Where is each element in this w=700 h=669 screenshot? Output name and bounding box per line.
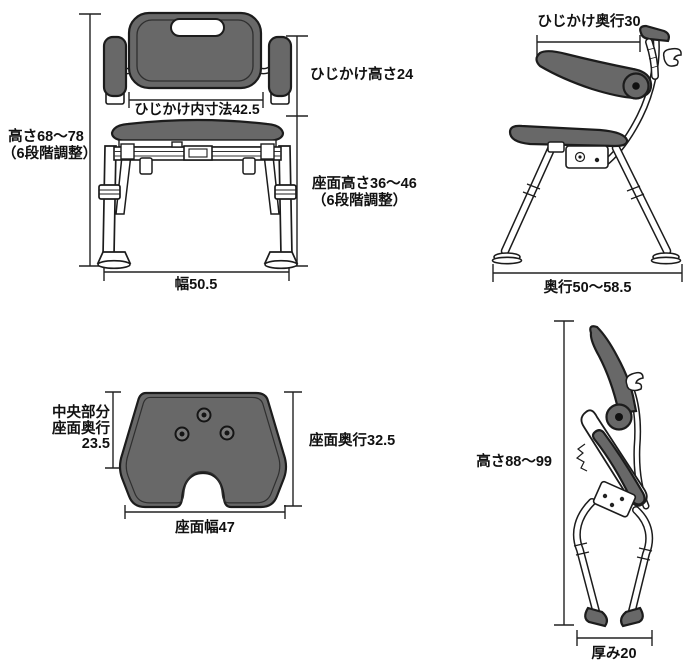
front-overall-height-value: 高さ68〜78 [8,129,84,145]
seat-top-view-illustration [118,391,288,509]
front-view-illustration [96,11,299,270]
side-depth-label: 奥行50〜58.5 [543,280,632,296]
front-seat-height-note: （6段階調整） [312,193,408,209]
top-center-depth-label: 中央部分 座面奥行 23.5 [38,405,110,453]
top-center-depth-line3: 23.5 [81,436,110,452]
folded-view-illustration [572,325,654,628]
top-seat-depth-label: 座面奥行32.5 [309,433,396,449]
top-center-depth-line2: 座面奥行 [52,420,110,437]
backrest [127,11,263,90]
folded-view-dimension-lines [554,320,653,646]
armrest-lock-hook [662,47,682,67]
top-center-depth-line1: 中央部分 [52,405,110,421]
armrest-pad-right [267,35,293,98]
front-armrest-height-label: ひじかけ高さ24 [310,67,414,83]
armrest-pad-left [102,35,128,98]
backrest-folded [589,325,638,415]
front-armrest-inner-width-label: ひじかけ内寸法42.5 [134,101,260,117]
side-armrest-depth-label: ひじかけ奥行30 [537,14,641,30]
front-seat-height-label: 座面高さ36〜46 （6段階調整） [312,176,417,210]
armrest-side [535,50,653,100]
seat-side [508,124,629,148]
folded-height-label: 高さ88〜99 [476,454,552,470]
folded-thickness-label: 厚み20 [591,646,637,662]
top-seat-width-label: 座面幅47 [175,520,235,536]
front-overall-height-label: 高さ68〜78 （6段階調整） [2,129,98,163]
side-view-illustration [491,24,682,265]
front-seat-height-value: 座面高さ36〜46 [312,176,417,192]
top-view-dimension-lines [105,391,302,519]
side-view-dimension-lines [492,35,683,282]
backrest-handle-hole [170,18,225,37]
front-overall-height-note: （6段階調整） [2,146,98,162]
front-width-label: 幅50.5 [174,277,218,293]
